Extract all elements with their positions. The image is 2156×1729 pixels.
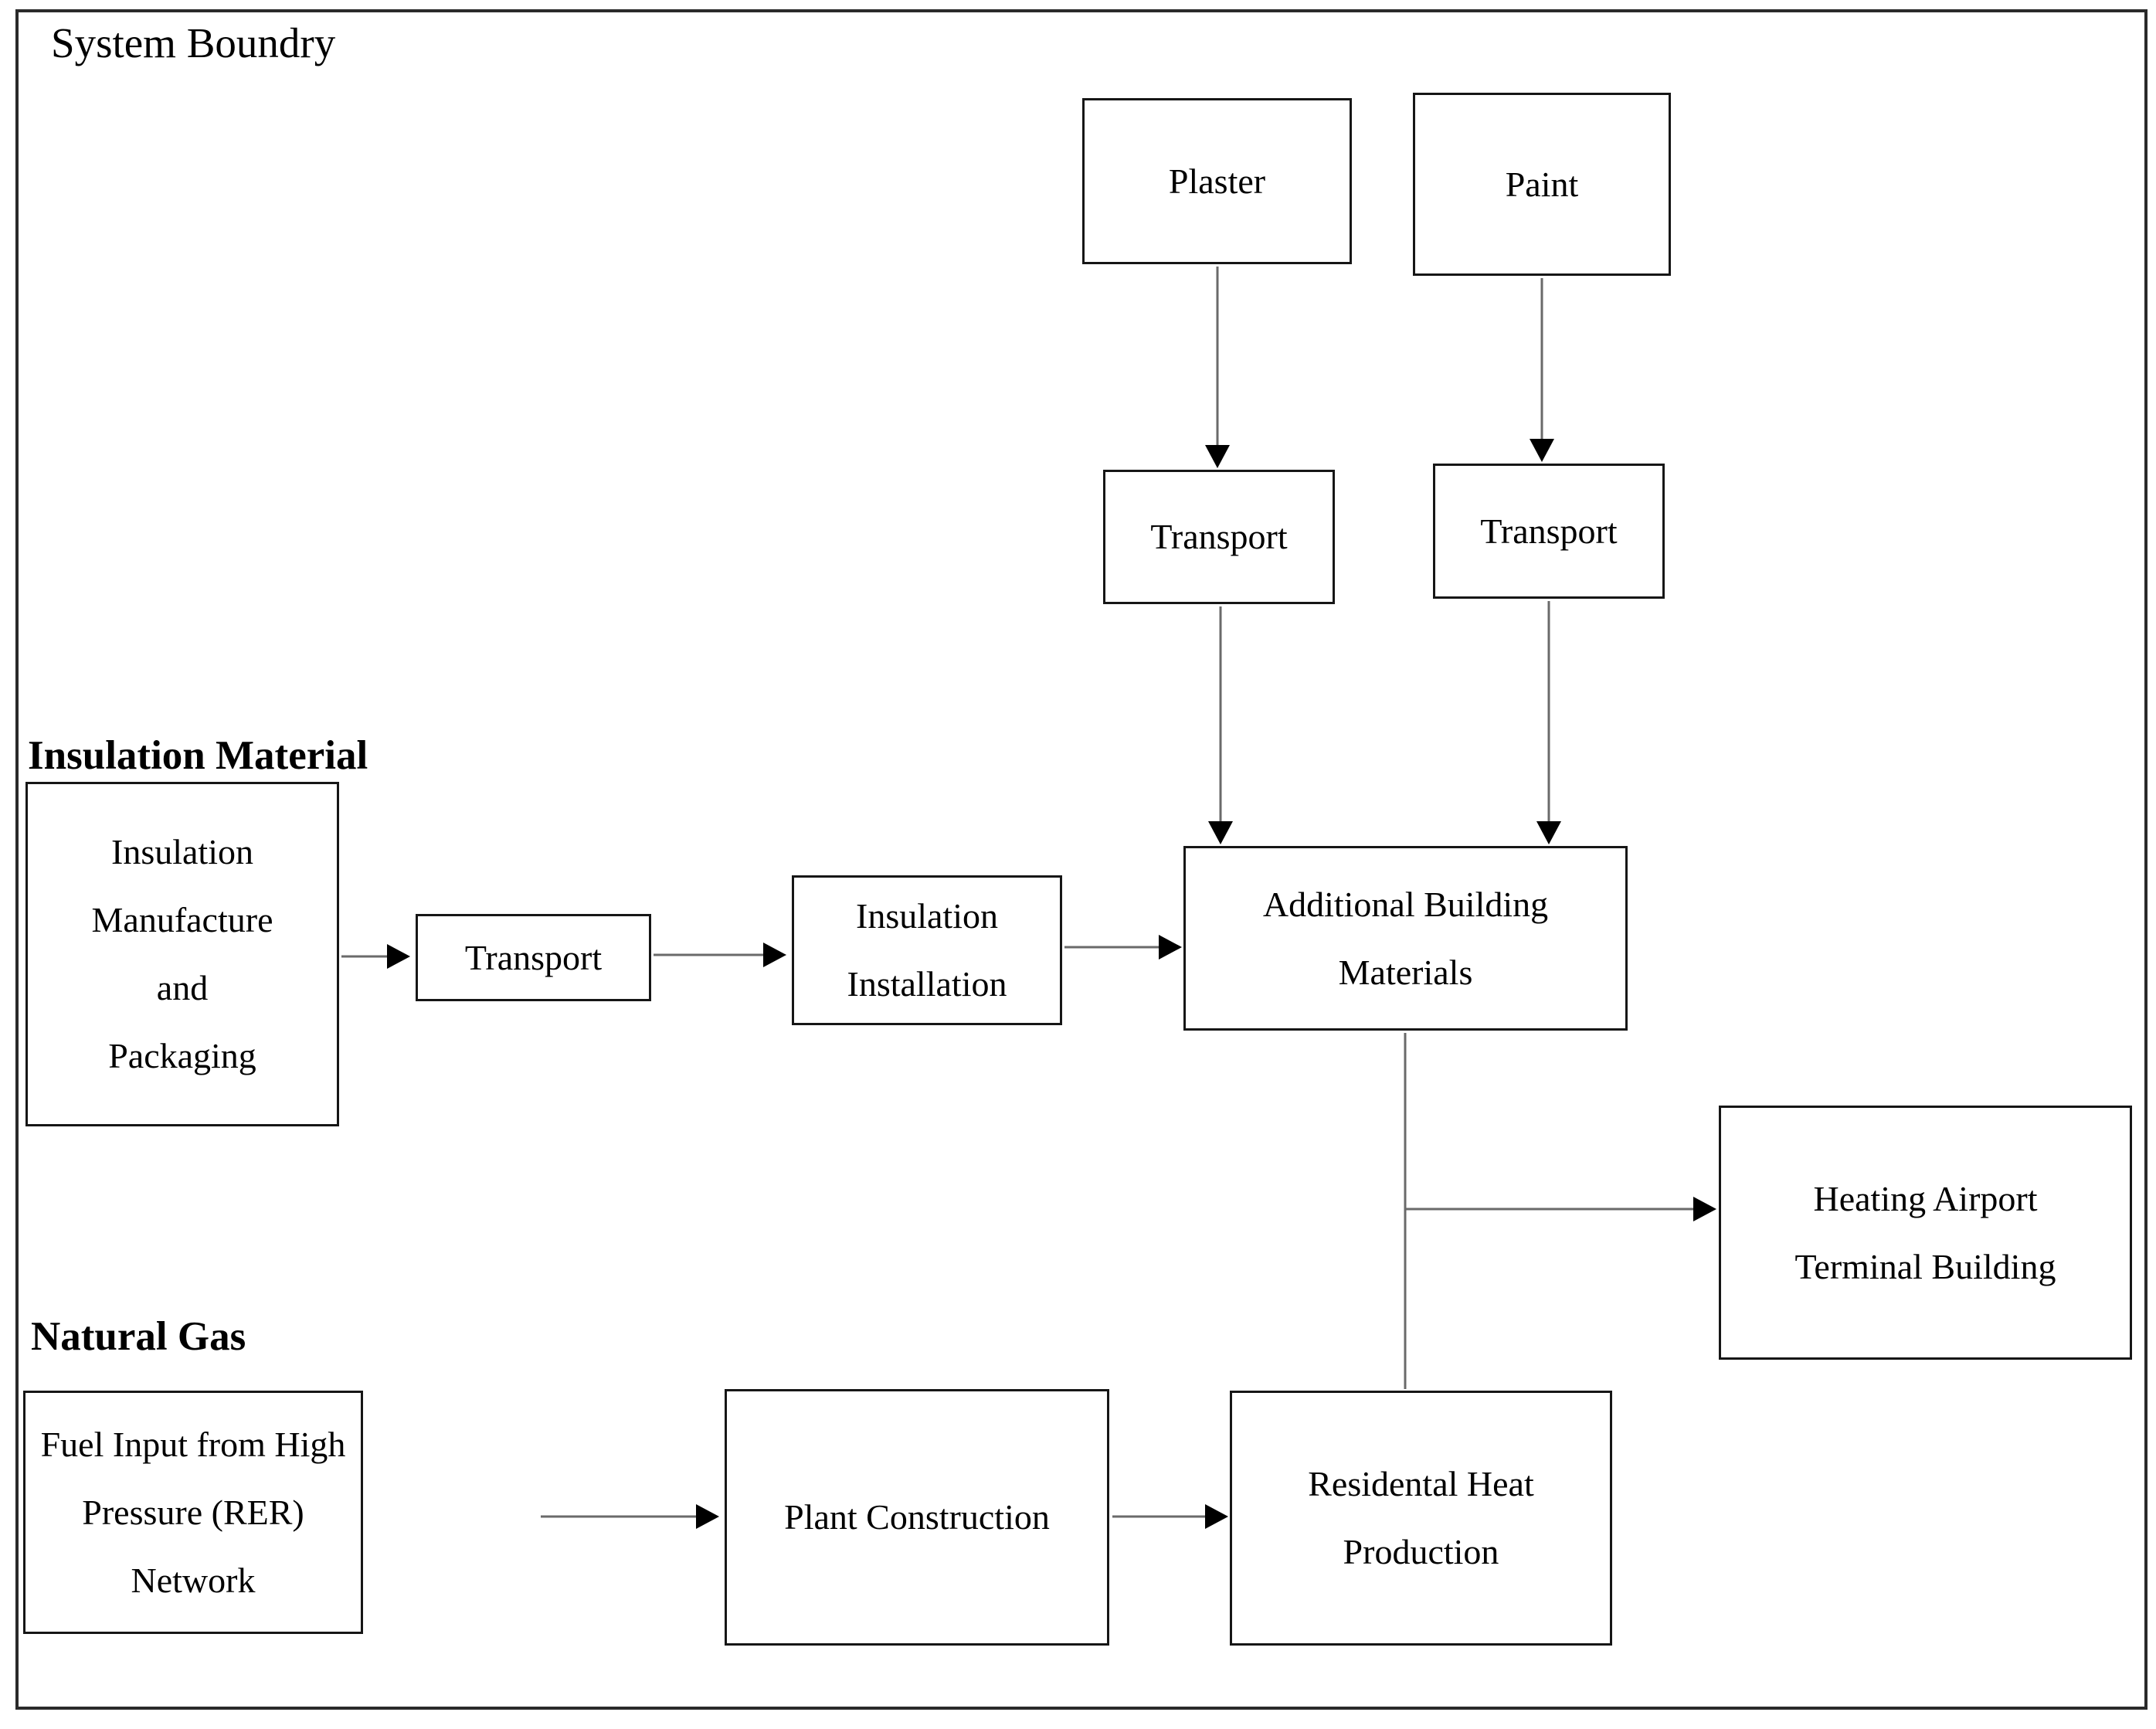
- node-transport-paint: Transport: [1433, 464, 1665, 599]
- node-insulation-installation: Insulation Installation: [792, 875, 1062, 1025]
- arrowhead-right-icon: [387, 944, 410, 969]
- arrowhead-right-icon: [763, 943, 786, 967]
- arrowhead-right-icon: [696, 1504, 719, 1529]
- node-additional-building-materials: Additional Building Materials: [1183, 846, 1628, 1031]
- arrowhead-down-icon: [1536, 821, 1561, 844]
- node-heating-airport-terminal-building: Heating Airport Terminal Building: [1719, 1106, 2132, 1360]
- arrowhead-down-icon: [1530, 439, 1554, 462]
- node-transport-insulation: Transport: [416, 914, 651, 1001]
- node-paint: Paint: [1413, 93, 1671, 276]
- arrowhead-right-icon: [1693, 1197, 1716, 1221]
- natural-gas-label: Natural Gas: [31, 1314, 246, 1359]
- node-residential-heat-production: Residental Heat Production: [1230, 1391, 1612, 1646]
- node-insulation-manufacture-packaging: Insulation Manufacture and Packaging: [25, 782, 339, 1126]
- node-transport-plaster: Transport: [1103, 470, 1335, 604]
- arrowhead-down-icon: [1208, 821, 1233, 844]
- node-fuel-input-rer-network: Fuel Input from High Pressure (RER) Netw…: [23, 1391, 363, 1634]
- node-plaster: Plaster: [1082, 98, 1352, 264]
- arrowhead-right-icon: [1205, 1504, 1228, 1529]
- arrowhead-right-icon: [1159, 935, 1182, 960]
- node-plant-construction: Plant Construction: [725, 1389, 1109, 1646]
- system-boundary-label: System Boundry: [51, 19, 336, 66]
- arrowhead-down-icon: [1205, 445, 1230, 468]
- insulation-material-label: Insulation Material: [28, 733, 368, 778]
